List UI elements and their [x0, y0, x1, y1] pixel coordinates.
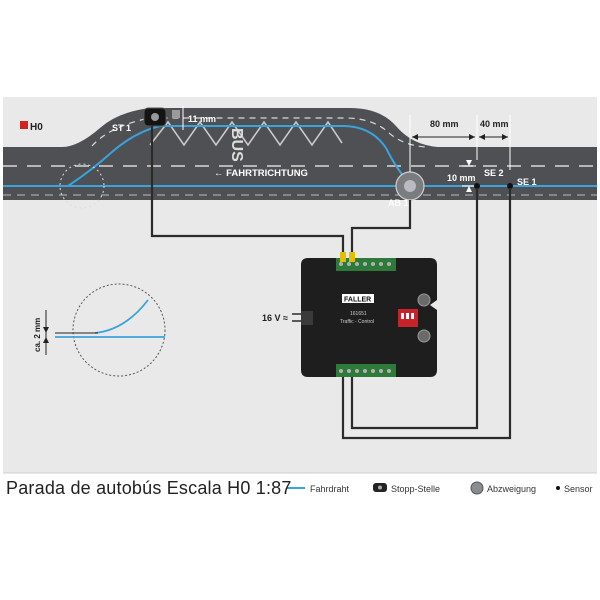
h0-badge-square	[20, 121, 28, 129]
wire-se2	[350, 188, 479, 430]
detail-dim-arrow	[43, 327, 49, 333]
label-dim-80: 80 mm	[430, 119, 459, 129]
brand-plate	[342, 294, 374, 303]
caption-title: Parada de autobús Escala H0 1:87	[6, 478, 292, 498]
label-dim-40: 40 mm	[480, 119, 509, 129]
bay-marking	[91, 117, 426, 148]
legend-stopp-dot	[378, 485, 382, 490]
module-brand: FALLER	[344, 297, 371, 304]
branch-point-core	[404, 180, 416, 192]
detail-dim-arrow	[43, 337, 49, 343]
wire-st1	[150, 126, 345, 258]
dim-arrow	[412, 134, 418, 140]
label-ab1: AB 1	[388, 198, 409, 208]
sensor-se2[interactable]	[474, 183, 480, 189]
module-number: 161651	[350, 311, 367, 317]
label-dim-10: 10 mm	[447, 173, 476, 183]
dim-arrow	[469, 134, 475, 140]
fahrdraht-branch	[67, 125, 413, 187]
legend-stopp-stelle: Stopp-Stelle	[391, 484, 441, 494]
wire-se1	[341, 188, 512, 440]
detail-magnifier	[72, 283, 166, 377]
dim-arrow	[479, 134, 485, 140]
label-voltage: 16 V ≈	[262, 313, 288, 323]
legend-fahrdraht: Fahrdraht	[310, 484, 350, 494]
legend-abzweigung: Abzweigung	[487, 484, 537, 494]
zigzag-marking	[149, 120, 343, 147]
stop-magnet-dot	[151, 113, 159, 121]
wire-terminal	[340, 252, 346, 262]
wire-ab1	[350, 200, 412, 258]
power-connector[interactable]	[301, 311, 313, 325]
legend-abzweigung-icon	[470, 481, 484, 495]
dim-10-arrow	[466, 186, 472, 192]
potentiometer-bottom[interactable]	[417, 329, 431, 343]
label-direction: ← FAHRTRICHTUNG	[214, 168, 308, 179]
dim-arrow	[502, 134, 508, 140]
h0-badge: H0	[30, 122, 43, 133]
terminal-screws-top	[339, 262, 391, 266]
dim-10-arrow	[466, 160, 472, 166]
wire-terminal	[349, 252, 355, 262]
label-st1: ST 1	[112, 123, 131, 133]
terminal-screws-bottom	[339, 369, 391, 373]
road-bus-marking: BUS	[228, 128, 245, 162]
label-dim-11: 11 mm	[188, 114, 216, 124]
sensor-se1[interactable]	[507, 183, 513, 189]
label-se2: SE 2	[484, 168, 504, 178]
st1-small-sensor	[172, 110, 180, 118]
dip-switch-levers	[401, 313, 414, 319]
control-module[interactable]	[301, 258, 437, 377]
label-se1: SE 1	[517, 177, 537, 187]
label-dim-ca2: ca. 2 mm	[33, 318, 42, 352]
legend-sensor-icon	[556, 486, 560, 490]
detail-branch-wire	[94, 299, 149, 334]
branch-circle-small	[59, 163, 105, 209]
potentiometer-top[interactable]	[417, 293, 431, 307]
module-name: Traffic - Control	[340, 319, 374, 325]
legend-sensor: Sensor	[564, 484, 593, 494]
